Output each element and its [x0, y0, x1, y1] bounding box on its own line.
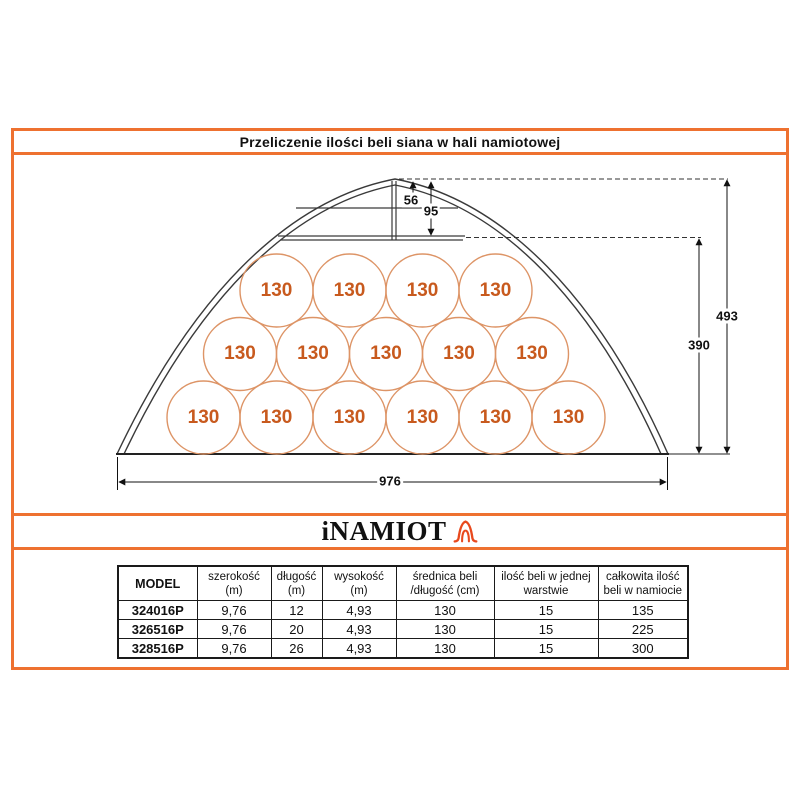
logo-bar: iNAMIOT [11, 513, 789, 550]
value-cell: 4,93 [321, 600, 397, 620]
spec-table-header: długość(m) [270, 565, 323, 601]
value-cell: 12 [270, 600, 323, 620]
value-cell: 15 [493, 600, 599, 620]
tent-icon [453, 520, 477, 543]
model-cell: 328516P [117, 638, 198, 659]
title-bar: Przeliczenie ilości beli siana w hali na… [11, 128, 789, 155]
value-cell: 300 [597, 638, 689, 659]
dim-label-width: 976 [377, 473, 403, 489]
logo-text: iNAMIOT [321, 516, 447, 546]
spec-table-header: wysokość(m) [321, 565, 397, 601]
value-cell: 130 [395, 619, 495, 639]
value-cell: 9,76 [196, 619, 272, 639]
value-cell: 130 [395, 600, 495, 620]
value-cell: 130 [395, 638, 495, 659]
spec-table-header: MODEL [117, 565, 198, 601]
dim-label-side-height: 390 [686, 337, 712, 353]
dim-label-total-height: 493 [714, 308, 740, 324]
model-cell: 326516P [117, 619, 198, 639]
value-cell: 26 [270, 638, 323, 659]
value-cell: 9,76 [196, 638, 272, 659]
value-cell: 15 [493, 619, 599, 639]
page-title: Przeliczenie ilości beli siana w hali na… [239, 133, 561, 150]
value-cell: 9,76 [196, 600, 272, 620]
value-cell: 225 [597, 619, 689, 639]
value-cell: 135 [597, 600, 689, 620]
value-cell: 15 [493, 638, 599, 659]
value-cell: 4,93 [321, 619, 397, 639]
dim-label-ridge-total: 95 [421, 203, 441, 219]
model-cell: 324016P [117, 600, 198, 620]
spec-table-header: szerokość(m) [196, 565, 272, 601]
dim-label-ridge-height: 56 [401, 192, 421, 208]
spec-table-header: średnica beli/długość (cm) [395, 565, 495, 601]
value-cell: 20 [270, 619, 323, 639]
table-panel [11, 547, 789, 670]
diagram-panel [11, 152, 789, 516]
value-cell: 4,93 [321, 638, 397, 659]
